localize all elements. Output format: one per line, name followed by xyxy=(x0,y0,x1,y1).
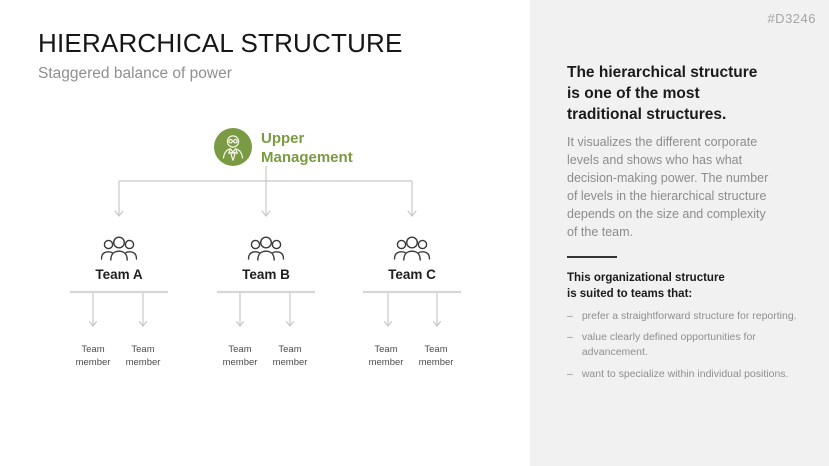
team-name: Team A xyxy=(95,267,143,282)
sidebar-heading: The hierarchical structure is one of the… xyxy=(567,64,758,123)
team-people-icon xyxy=(97,234,141,262)
team-member-label: Team member xyxy=(75,344,111,368)
upper-management-node: Upper Management xyxy=(214,128,404,168)
bullet-list: – prefer a straightforward structure for… xyxy=(567,309,807,388)
team-people-icon xyxy=(390,234,434,262)
manager-icon xyxy=(214,128,252,166)
sidebar-body-text: It visualizes the different corporate le… xyxy=(567,135,769,239)
team-member-label: Team member xyxy=(125,344,161,368)
team-member-label: Team member xyxy=(222,344,258,368)
team-member-label: Team member xyxy=(418,344,454,368)
upper-management-label: Upper Management xyxy=(261,130,353,166)
bullet-text: want to specialize within individual pos… xyxy=(581,367,789,380)
team-node-b: Team B Team member Team member xyxy=(196,234,336,374)
bullet-item: – prefer a straightforward structure for… xyxy=(567,309,807,324)
sidebar-panel: #D3246 The hierarchical structure is one… xyxy=(530,0,829,466)
bullet-dash: – xyxy=(567,310,573,322)
team-people-icon xyxy=(244,234,288,262)
team-member-label: Team member xyxy=(368,344,404,368)
bullet-text: prefer a straightforward structure for r… xyxy=(581,310,797,322)
bullet-item: – value clearly defined opportunities fo… xyxy=(567,330,807,360)
divider xyxy=(567,256,617,258)
bullet-dash: – xyxy=(567,367,573,380)
team-member-label: Team member xyxy=(272,344,308,368)
page-title: HIERARCHICAL STRUCTURE xyxy=(38,28,403,58)
bullet-item: – want to specialize within individual p… xyxy=(567,367,807,382)
page-subtitle: Staggered balance of power xyxy=(38,65,232,82)
team-node-c: Team C Team member Team member xyxy=(342,234,482,374)
bullet-text: value clearly defined opportunities for … xyxy=(581,331,756,359)
team-name: Team C xyxy=(388,267,436,282)
slide-code: #D3246 xyxy=(767,11,816,26)
team-node-a: Team A Team member Team member xyxy=(49,234,189,374)
bullet-dash: – xyxy=(567,331,573,344)
team-name: Team B xyxy=(242,267,290,282)
sidebar-subheading: This organizational structure is suited … xyxy=(567,272,725,301)
